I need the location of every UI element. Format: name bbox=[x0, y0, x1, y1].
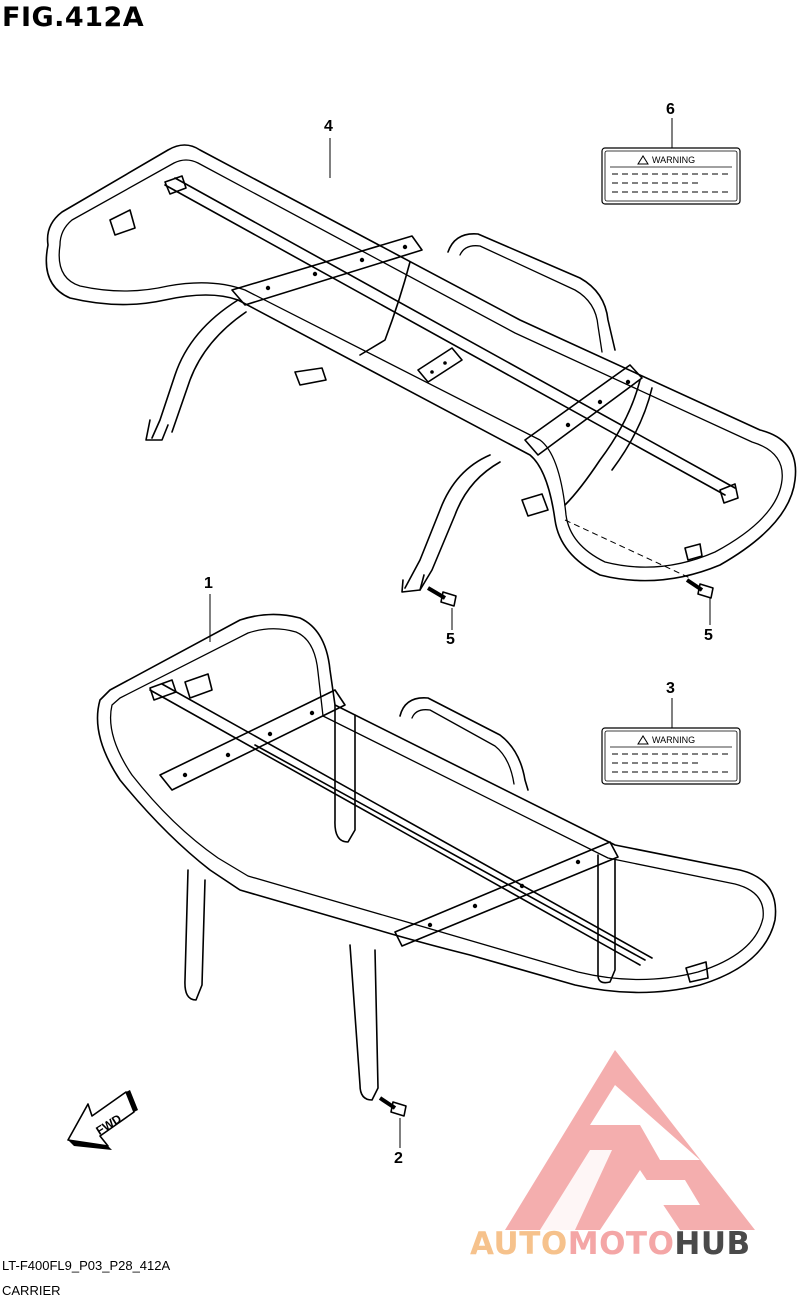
warning-label-text-3: WARNING bbox=[652, 735, 695, 745]
callout-part-4: 4 bbox=[324, 118, 333, 135]
callout-part-3: 3 bbox=[666, 680, 675, 697]
figure-name: CARRIER bbox=[2, 1283, 61, 1298]
fwd-arrow-icon: FWD bbox=[67, 1090, 138, 1150]
front-carrier-part-1 bbox=[96, 613, 777, 1101]
watermark-text-auto: AUTO bbox=[470, 1226, 568, 1262]
callout-part-2: 2 bbox=[394, 1150, 403, 1167]
warning-label-part-6: WARNING bbox=[601, 147, 741, 205]
warning-label-part-3: WARNING bbox=[601, 727, 741, 785]
figure-title: FIG.412A bbox=[2, 2, 145, 33]
watermark-text-moto: MOTO bbox=[567, 1226, 675, 1262]
watermark-logo bbox=[505, 1050, 755, 1230]
bolt-part-5-left bbox=[426, 586, 457, 607]
rear-carrier-part-4 bbox=[45, 144, 797, 593]
callout-part-5-right: 5 bbox=[704, 627, 713, 644]
bolt-part-5-right bbox=[685, 578, 714, 599]
warning-triangle-icon bbox=[637, 735, 649, 745]
watermark-brand: AUTOMOTOHUB bbox=[470, 1226, 751, 1262]
bolt-part-2 bbox=[378, 1096, 407, 1117]
callout-part-6: 6 bbox=[666, 101, 675, 118]
watermark-text-hub: HUB bbox=[674, 1226, 751, 1262]
figure-code: LT-F400FL9_P03_P28_412A bbox=[2, 1258, 171, 1273]
warning-label-text-6: WARNING bbox=[652, 155, 695, 165]
callout-part-5-left: 5 bbox=[446, 631, 455, 648]
warning-triangle-icon bbox=[637, 155, 649, 165]
callout-part-1: 1 bbox=[204, 575, 213, 592]
